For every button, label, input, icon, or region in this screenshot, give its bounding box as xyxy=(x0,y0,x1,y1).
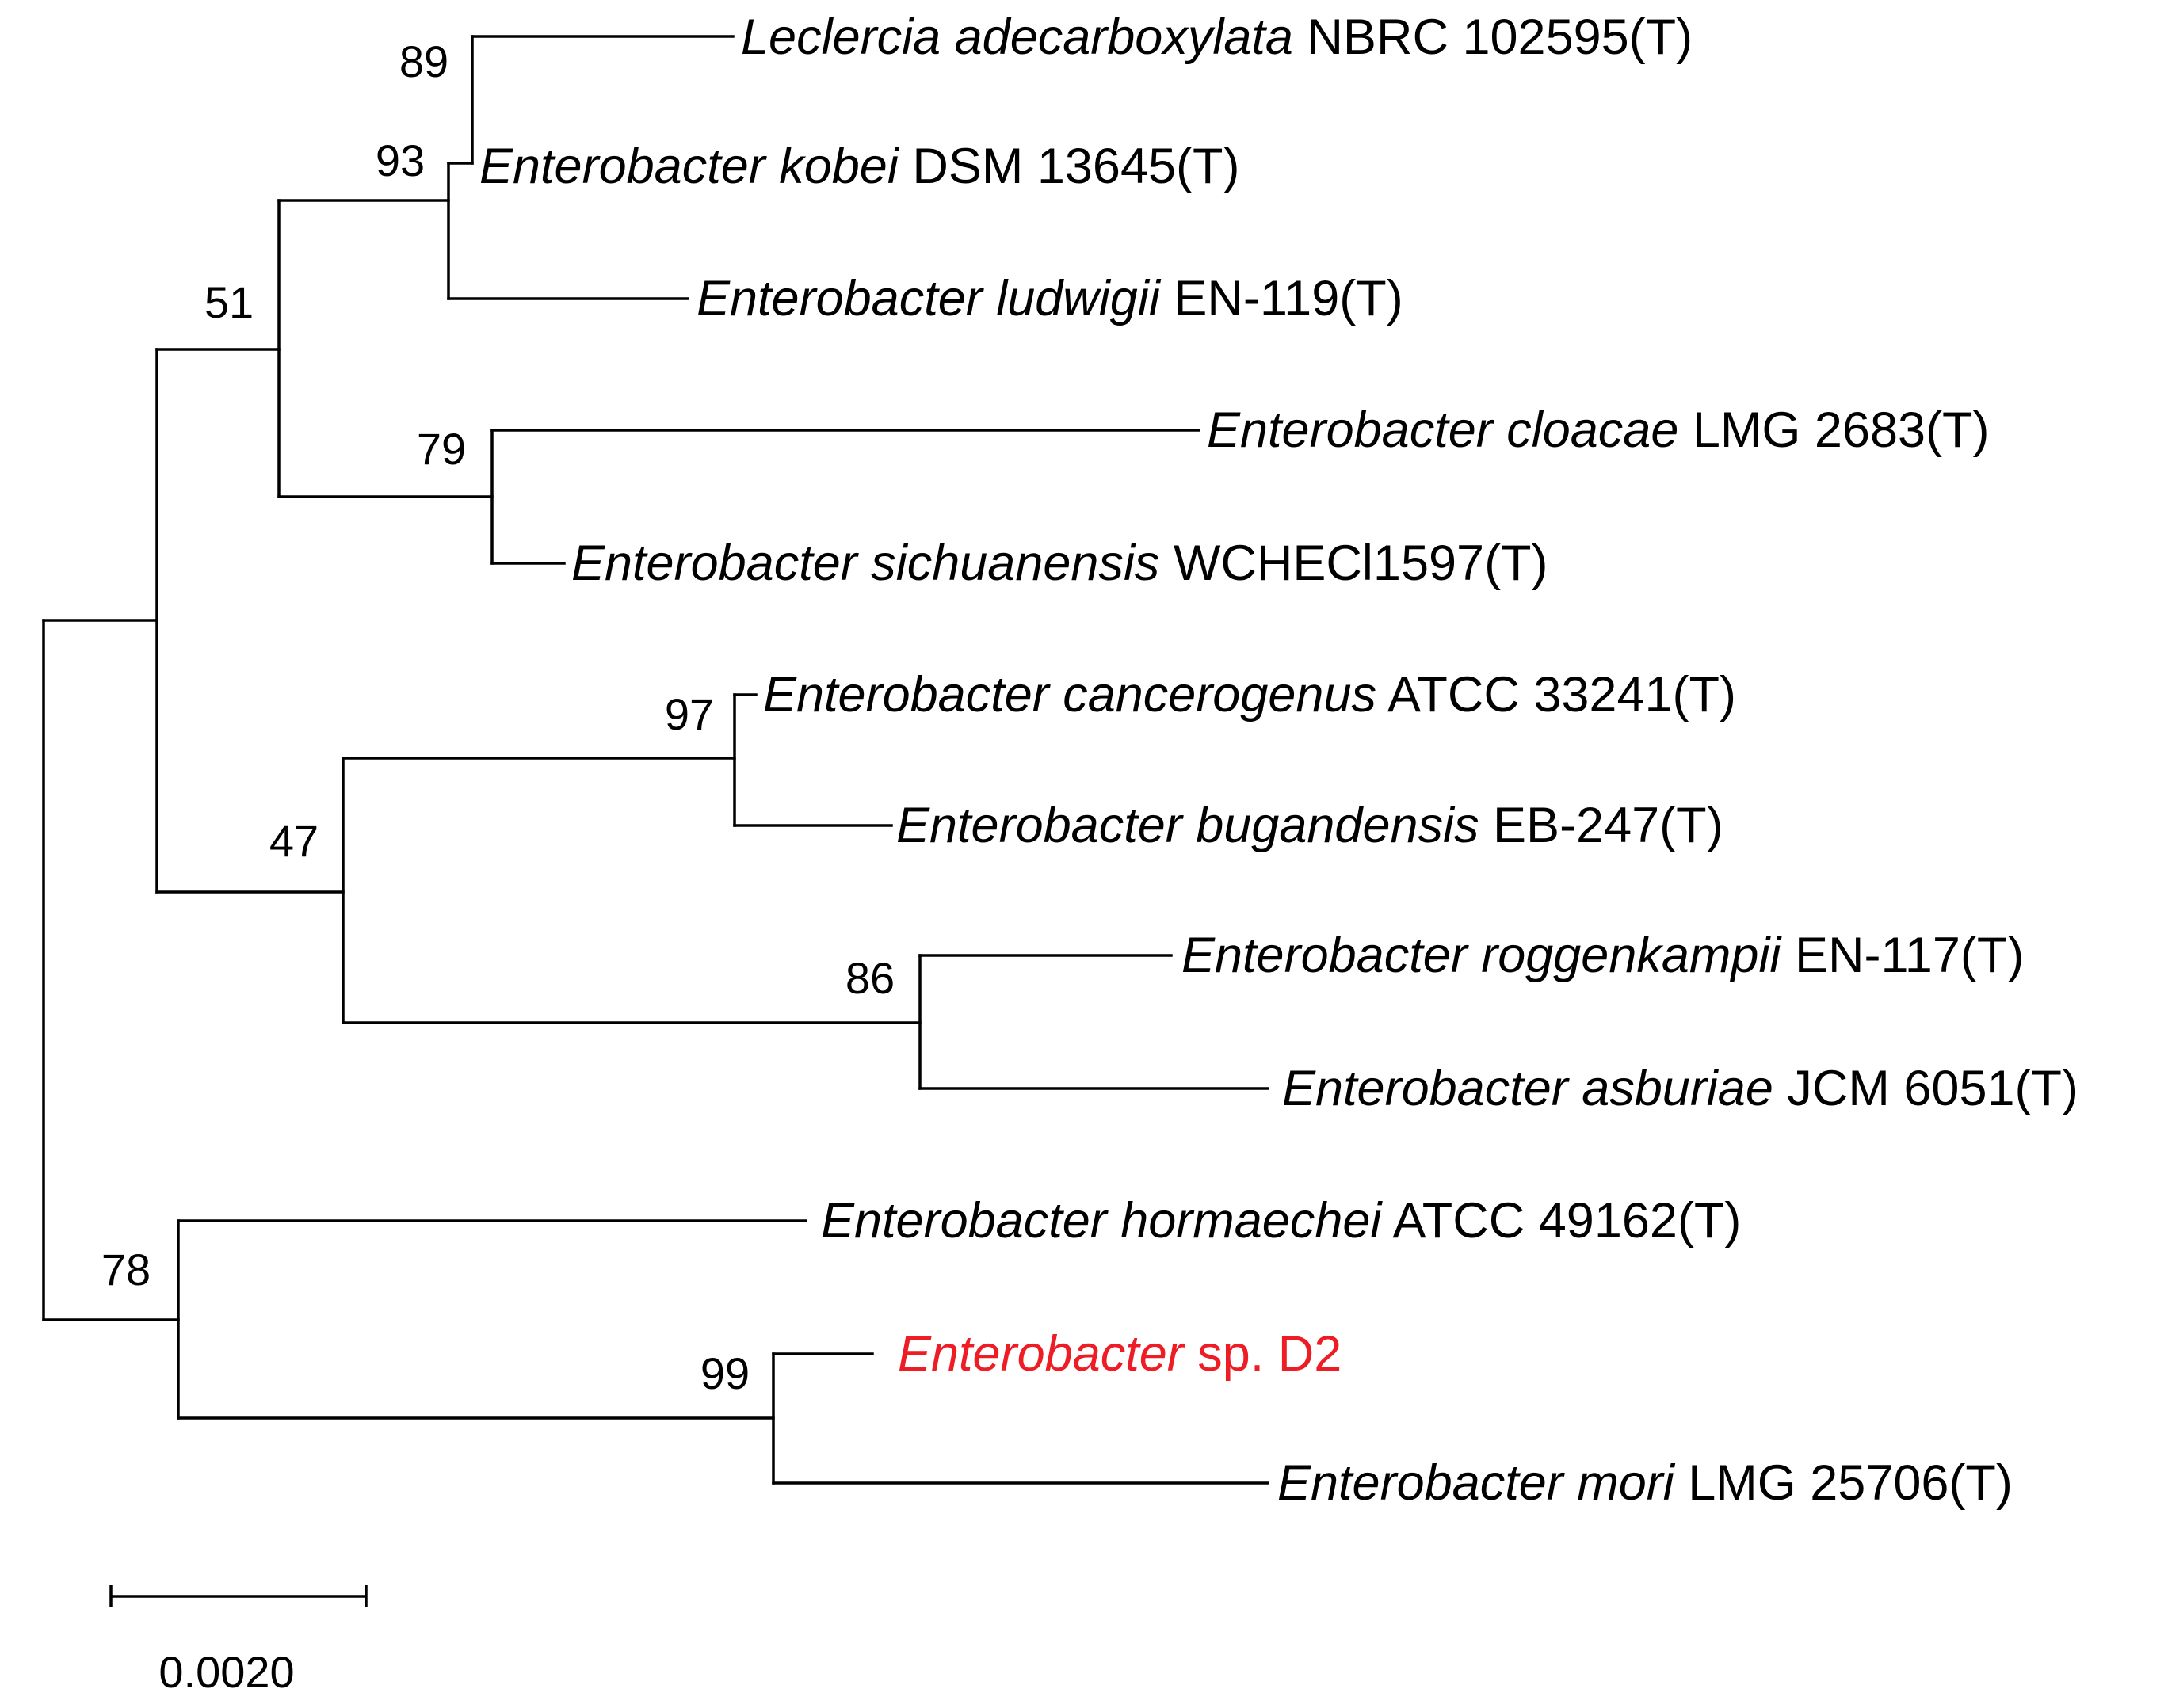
taxon-label: Enterobacter bugandensis EB-247(T) xyxy=(896,798,1723,853)
taxon-label: Enterobacter sichuanensis WCHECl1597(T) xyxy=(571,536,1548,591)
taxon-strain: NBRC 102595(T) xyxy=(1307,10,1693,65)
taxon-strain: DSM 13645(T) xyxy=(912,139,1239,194)
taxon-species: Enterobacter ludwigii xyxy=(697,271,1162,326)
taxon-label-highlighted: Enterobacter sp. D2 xyxy=(898,1326,1342,1382)
taxon-label: Enterobacter hormaechei ATCC 49162(T) xyxy=(821,1193,1741,1249)
taxon-strain: LMG 25706(T) xyxy=(1688,1455,2013,1511)
taxon-label: Enterobacter cloacae LMG 2683(T) xyxy=(1207,402,1990,458)
bootstrap-values: 89 93 51 79 97 47 86 78 99 xyxy=(101,36,895,1398)
bootstrap-value: 97 xyxy=(665,689,714,739)
taxon-species: Enterobacter hormaechei xyxy=(821,1193,1383,1249)
taxon-label: Enterobacter kobei DSM 13645(T) xyxy=(479,139,1239,194)
bootstrap-value: 89 xyxy=(399,36,448,86)
taxon-label: Enterobacter roggenkampii EN-117(T) xyxy=(1181,928,2024,983)
taxon-label: Enterobacter mori LMG 25706(T) xyxy=(1277,1455,2013,1511)
bootstrap-value: 86 xyxy=(845,953,895,1003)
scale-bar: 0.0020 xyxy=(109,1585,368,1697)
taxon-label: Enterobacter cancerogenus ATCC 33241(T) xyxy=(763,667,1736,722)
taxon-strain: JCM 6051(T) xyxy=(1787,1061,2078,1116)
bootstrap-value: 78 xyxy=(101,1245,151,1294)
bootstrap-value: 79 xyxy=(417,424,466,474)
taxon-strain: LMG 2683(T) xyxy=(1693,402,1990,458)
taxon-strain: WCHECl1597(T) xyxy=(1174,536,1548,591)
bootstrap-value: 51 xyxy=(204,277,254,327)
taxon-strain: EB-247(T) xyxy=(1493,798,1723,853)
taxon-label: Enterobacter ludwigii EN-119(T) xyxy=(697,271,1403,326)
taxon-species: Enterobacter bugandensis xyxy=(896,798,1479,853)
taxon-species: Enterobacter roggenkampii xyxy=(1181,928,1782,983)
taxon-strain: EN-119(T) xyxy=(1174,271,1403,326)
tree-branches xyxy=(42,35,1269,1485)
taxon-species: Enterobacter sichuanensis xyxy=(571,536,1159,591)
taxon-strain: ATCC 33241(T) xyxy=(1387,667,1736,722)
bootstrap-value: 99 xyxy=(700,1348,750,1398)
taxon-strain: sp. D2 xyxy=(1197,1326,1342,1382)
taxon-species: Enterobacter asburiae xyxy=(1282,1061,1773,1116)
taxon-label: Leclercia adecarboxylata NBRC 102595(T) xyxy=(741,10,1693,65)
scale-bar-label: 0.0020 xyxy=(158,1647,294,1697)
taxon-strain: ATCC 49162(T) xyxy=(1392,1193,1741,1249)
taxon-strain: EN-117(T) xyxy=(1795,928,2024,983)
bootstrap-value: 93 xyxy=(376,135,425,185)
taxon-species: Enterobacter cloacae xyxy=(1207,402,1678,458)
taxon-species: Enterobacter cancerogenus xyxy=(763,667,1376,722)
taxon-labels: Leclercia adecarboxylata NBRC 102595(T) … xyxy=(479,10,2078,1511)
taxon-species: Enterobacter xyxy=(898,1326,1186,1382)
taxon-species: Enterobacter mori xyxy=(1277,1455,1676,1511)
taxon-label: Enterobacter asburiae JCM 6051(T) xyxy=(1282,1061,2078,1116)
taxon-species: Enterobacter kobei xyxy=(479,139,900,194)
taxon-species: Leclercia adecarboxylata xyxy=(741,10,1293,65)
bootstrap-value: 47 xyxy=(269,816,319,866)
